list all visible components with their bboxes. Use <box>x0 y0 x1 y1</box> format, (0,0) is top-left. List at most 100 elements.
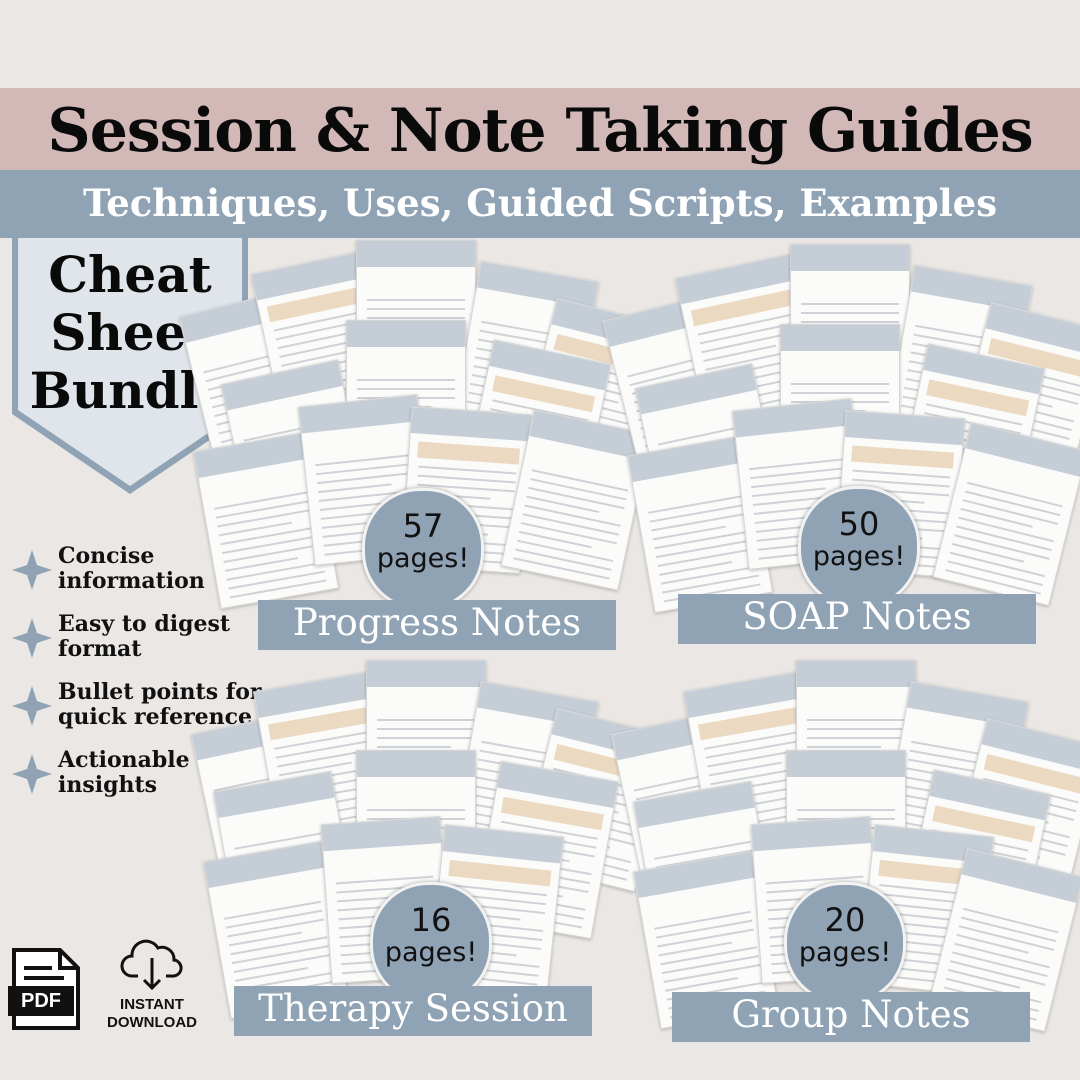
subtitle-band <box>0 170 1080 238</box>
feature-text: Bullet points for quick reference <box>58 679 262 730</box>
star-icon <box>12 754 52 794</box>
thumbnail-text-line <box>947 968 1021 989</box>
thumbnail-text-line <box>651 512 749 532</box>
thumbnail-text-line <box>367 299 465 301</box>
title-band <box>0 88 1080 170</box>
thumbnail-text-line <box>377 746 451 748</box>
thumbnail-text-line <box>513 557 610 580</box>
feature-item: Concise information <box>12 544 262 594</box>
thumbnail-highlight <box>417 441 521 465</box>
thumbnail-text-line <box>220 526 318 546</box>
cloud-download-icon <box>120 939 183 991</box>
thumbnail-header <box>907 681 1028 729</box>
thumbnail-text-line <box>215 499 313 519</box>
thumbnail-text-line <box>377 719 475 721</box>
page-count-badge: 20 pages! <box>784 882 906 1004</box>
thumbnail-text-line <box>226 561 324 581</box>
therapy-session-collage <box>190 660 674 1040</box>
thumbnail-text-line <box>751 487 826 498</box>
thumbnail-highlight <box>851 445 955 469</box>
thumbnail-text-line <box>852 469 951 479</box>
thumbnail-header <box>347 321 465 347</box>
thumbnail-header <box>844 411 965 446</box>
thumbnail-text-line <box>279 340 353 359</box>
thumbnail-text-line <box>223 543 321 563</box>
thumbnail-text-line <box>663 963 761 983</box>
thumbnail-text-line <box>956 933 1029 954</box>
thumbnail-header <box>357 751 475 777</box>
thumbnail-text-line <box>228 570 326 590</box>
thumbnail-text-line <box>217 508 315 528</box>
instant-download: INSTANT DOWNLOAD <box>100 936 204 1032</box>
thumbnail-text-line <box>655 919 753 939</box>
thumbnail-text-line <box>649 503 747 523</box>
bundle-label: SOAP Notes <box>678 594 1036 644</box>
page-count-label: pages! <box>384 937 478 968</box>
thumbnail-text-line <box>654 910 751 930</box>
pdf-label: PDF <box>21 990 61 1012</box>
thumbnail-text-line <box>807 737 905 739</box>
thumbnail-text-line <box>951 542 1025 563</box>
feature-list: Concise information Easy to digest forma… <box>12 544 262 816</box>
feature-text: Concise information <box>58 543 205 594</box>
page-count-badge: 50 pages! <box>798 486 920 608</box>
thumbnail-text-line <box>662 574 760 594</box>
thumbnail-text-line <box>418 465 517 475</box>
thumbnail-text-line <box>750 475 849 489</box>
thumbnail-text-line <box>657 547 755 567</box>
feature-text: Easy to digest format <box>58 611 231 662</box>
page-title: Session & Note Taking Guides <box>47 96 1033 166</box>
thumbnail-text-line <box>526 495 600 514</box>
thumbnail-text-line <box>960 507 1033 528</box>
download-text: DOWNLOAD <box>107 1014 197 1031</box>
thumbnail-text-line <box>377 737 475 739</box>
thumbnail-header <box>751 817 872 852</box>
thumbnail-text-line <box>797 809 895 811</box>
thumbnail-text-line <box>648 494 745 514</box>
badge-shape <box>12 238 248 494</box>
thumbnail-header <box>477 261 598 309</box>
thumbnail-text-line <box>654 530 752 550</box>
thumbnail-text-line <box>231 945 329 965</box>
thumbnail-highlight <box>448 859 552 887</box>
feature-item: Actionable insights <box>12 748 262 798</box>
thumbnail-text-line <box>660 565 758 585</box>
thumbnail-text-line <box>317 483 392 494</box>
thumbnail-header <box>321 817 442 852</box>
thumbnail-text-line <box>233 953 331 973</box>
page-count-number: 16 <box>410 901 452 939</box>
thumbnail-text-line <box>377 728 475 730</box>
thumbnail-text-line <box>214 490 311 510</box>
feature-item: Bullet points for quick reference <box>12 680 262 730</box>
page-count-label: pages! <box>376 543 470 574</box>
thumbnail-text-line <box>230 936 328 956</box>
thumbnail-header <box>911 265 1032 313</box>
thumbnail-text-line <box>367 308 465 310</box>
soap-notes-collage <box>602 244 1080 664</box>
thumbnail-header <box>357 241 475 267</box>
star-icon <box>12 550 52 590</box>
thumbnail-text-line <box>227 918 325 938</box>
thumbnail-text-line <box>224 900 321 920</box>
bundle-label: Therapy Session <box>234 986 592 1036</box>
thumbnail-text-line <box>703 344 777 363</box>
thumbnail-text-line <box>657 928 755 948</box>
thumbnail-text-line <box>807 728 905 730</box>
thumbnail-header <box>781 325 899 351</box>
thumbnail-text-line <box>225 909 323 929</box>
progress-notes-collage <box>178 240 674 660</box>
page-count-number: 50 <box>838 505 880 543</box>
page-count-number: 20 <box>824 901 866 939</box>
thumbnail-header <box>410 407 531 442</box>
thumbnail-header <box>791 245 909 271</box>
thumbnail-text-line <box>221 535 319 555</box>
bundle-label: Progress Notes <box>258 600 616 650</box>
instant-text: INSTANT <box>120 996 184 1013</box>
thumbnail-text-line <box>801 312 899 314</box>
page-count-number: 57 <box>402 507 444 545</box>
star-icon <box>12 686 52 726</box>
feature-item: Easy to digest format <box>12 612 262 662</box>
pdf-icon: PDF <box>8 948 82 1030</box>
thumbnail-header <box>797 661 915 687</box>
thumbnail-header <box>787 751 905 777</box>
